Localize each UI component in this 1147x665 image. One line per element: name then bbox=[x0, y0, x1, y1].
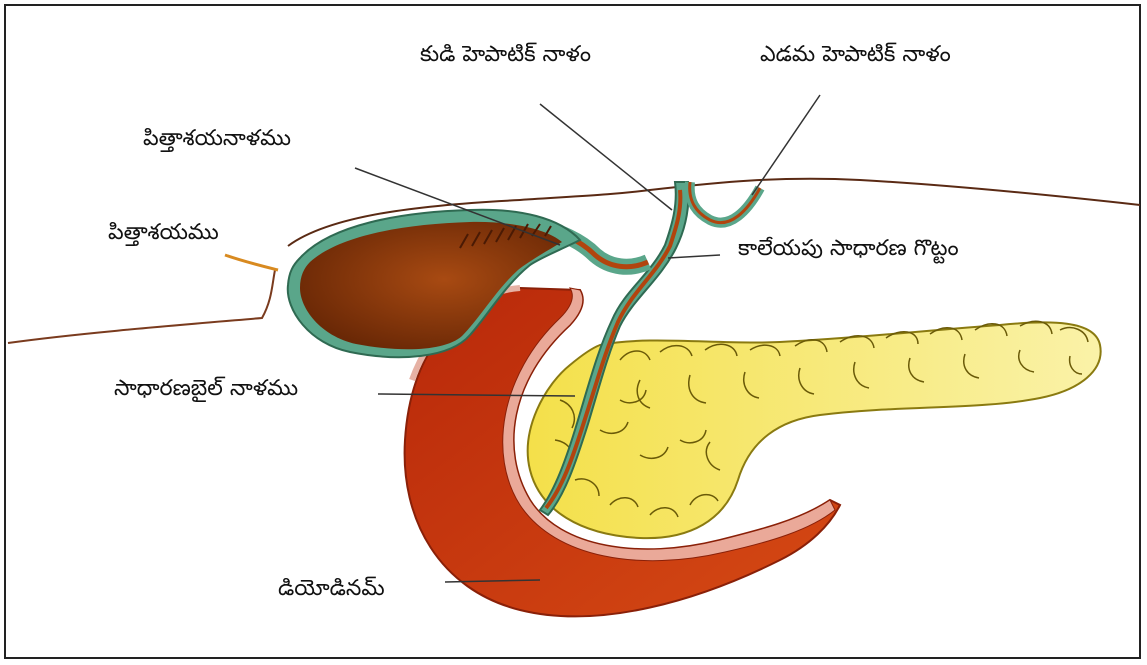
gallbladder-label: పిత్తాశయము bbox=[108, 222, 219, 244]
liver-edge-stub bbox=[225, 255, 278, 270]
common-hepatic-duct-label: కాలేయపు సాధారణ గొట్టం bbox=[738, 238, 959, 260]
common-bile-duct-label: సాధారణబైల్ నాళము bbox=[114, 378, 298, 400]
liver-edge-left bbox=[8, 270, 275, 343]
duodenum-label: డియోడినమ్ bbox=[278, 578, 385, 600]
right-hepatic-duct-label: కుడి హెపాటిక్ నాళం bbox=[420, 44, 591, 66]
pancreas bbox=[528, 321, 1101, 538]
left-hepatic-duct-label: ఎడమ హెపాటిక్ నాళం bbox=[760, 44, 951, 66]
cystic-duct-label: పిత్తాశయనాళము bbox=[143, 128, 291, 150]
